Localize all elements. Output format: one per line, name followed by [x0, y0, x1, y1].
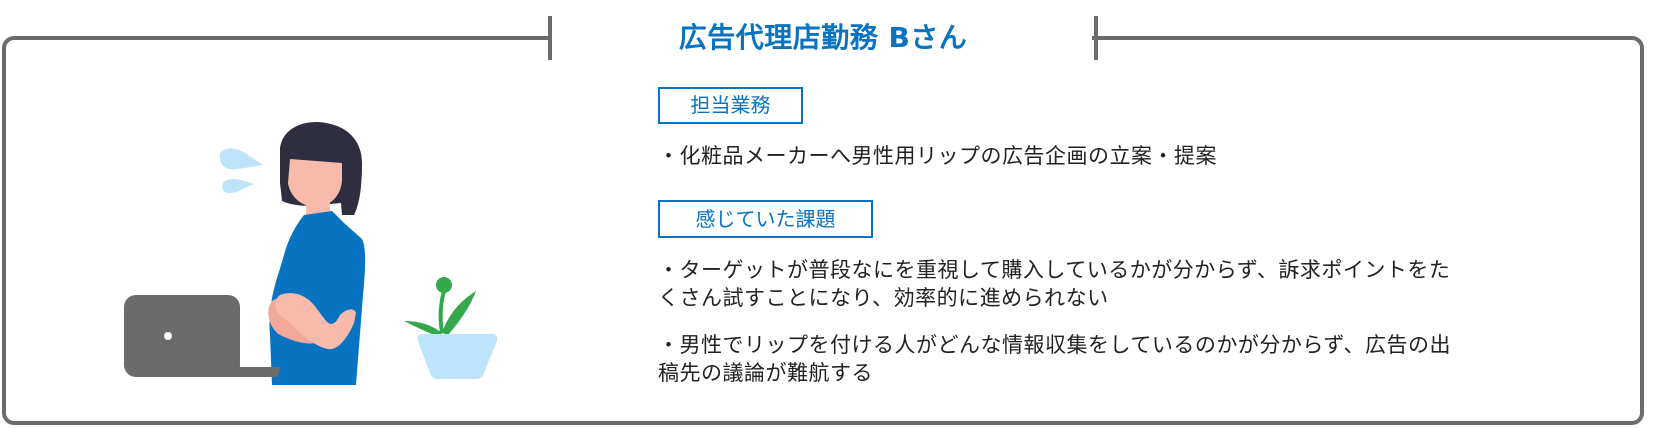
section-label-challenges: 感じていた課題	[658, 200, 873, 238]
card-title: 広告代理店勤務 Bさん	[678, 21, 968, 54]
bullet-line: 稿先の議論が難航する	[658, 361, 873, 385]
potted-plant-icon	[404, 277, 498, 379]
bullet-line: ・化粧品メーカーへ男性用リップの広告企画の立案・提案	[658, 144, 1217, 168]
person-icon	[268, 122, 366, 385]
bullet-line: くさん試すことになり、効率的に進められない	[658, 286, 1109, 310]
bullet-challenge-1: ・ターゲットが普段なにを重視して購入しているかが分からず、訴求ポイントをた くさ…	[658, 256, 1558, 312]
illustration-woman-sighing	[124, 122, 498, 385]
bullet-challenge-2: ・男性でリップを付ける人がどんな情報収集をしているのかが分からず、広告の出 稿先…	[658, 331, 1558, 387]
title-gap	[552, 30, 1092, 44]
title-bracket-left	[548, 16, 552, 60]
title-bracket-right	[1094, 16, 1098, 60]
laptop-icon	[124, 295, 280, 377]
bullet-line: ・男性でリップを付ける人がどんな情報収集をしているのかが分からず、広告の出	[658, 333, 1451, 357]
sigh-puff-icon	[219, 148, 263, 193]
bullet-line: ・ターゲットが普段なにを重視して購入しているかが分からず、訴求ポイントをた	[658, 258, 1451, 282]
section-label-responsibilities: 担当業務	[658, 87, 803, 124]
bullet-responsibility: ・化粧品メーカーへ男性用リップの広告企画の立案・提案	[658, 142, 1558, 170]
